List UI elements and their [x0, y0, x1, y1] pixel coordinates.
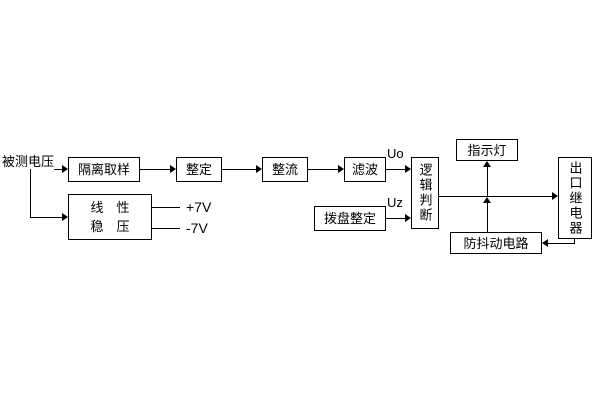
connector-filter-to-logic: [386, 169, 405, 170]
arrowhead-into-isolation: [62, 165, 68, 173]
output-relay-block: 出口继电器: [558, 157, 592, 239]
anti-jitter-circuit-block: 防抖动电路: [450, 232, 542, 254]
uo-signal-label: Uo: [387, 146, 404, 161]
isolation-sampling-block: 隔离取样: [68, 157, 140, 182]
regulator-label-line1: 线 性: [90, 200, 130, 215]
dial-setting-block: 拨盘整定: [314, 206, 386, 231]
indicator-lamp-block: 指示灯: [456, 139, 518, 161]
connector-dial-to-logic: [386, 218, 405, 219]
filter-block: 滤波: [344, 157, 386, 182]
setting-block: 整定: [176, 157, 222, 182]
arrowhead-uz-into-logic: [405, 214, 411, 222]
connector-input-branch-down: [30, 169, 31, 217]
uz-signal-label: Uz: [387, 195, 403, 210]
connector-rectifier-to-filter: [308, 169, 338, 170]
connector-antishake-to-junction: [487, 203, 488, 232]
arrowhead-into-regulator: [62, 213, 68, 221]
regulator-label-line2: 稳 压: [90, 219, 130, 234]
arrowhead-into-rectifier: [256, 165, 262, 173]
connector-input-to-isolation: [54, 169, 62, 170]
arrowhead-into-setting: [170, 165, 176, 173]
connector-regulator-minus7v: [152, 228, 180, 229]
connector-setting-to-rectifier: [222, 169, 256, 170]
rectifier-block: 整流: [262, 157, 308, 182]
arrowhead-into-antishake: [542, 239, 548, 247]
connector-regulator-plus7v: [152, 207, 180, 208]
connector-relay-to-antishake: [548, 243, 575, 244]
connector-branch-to-regulator: [30, 217, 62, 218]
minus-7v-label: -7V: [186, 220, 208, 236]
arrowhead-into-filter: [338, 165, 344, 173]
plus-7v-label: +7V: [186, 199, 212, 215]
arrowhead-uo-into-logic: [405, 165, 411, 173]
connector-relay-down: [574, 239, 575, 244]
input-voltage-label: 被测电压: [2, 154, 55, 169]
arrowhead-into-relay: [552, 192, 558, 200]
linear-regulator-block: 线 性 稳 压: [68, 194, 152, 240]
connector-logic-to-relay: [439, 196, 552, 197]
connector-junction-to-indicator: [487, 167, 488, 196]
connector-isolation-to-setting: [140, 169, 170, 170]
arrowhead-into-junction: [483, 197, 491, 203]
logic-judgment-block: 逻辑判断: [411, 157, 439, 229]
arrowhead-into-indicator: [483, 161, 491, 167]
